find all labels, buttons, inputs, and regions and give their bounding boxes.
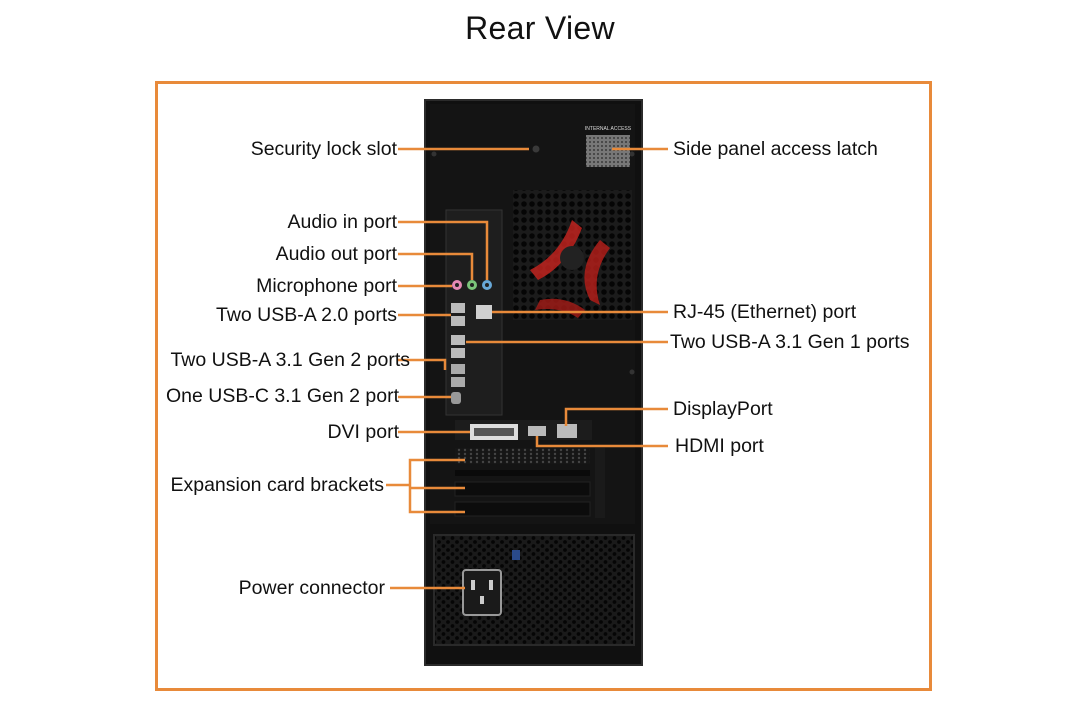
diagram-frame bbox=[155, 81, 932, 691]
label-audio-out-port: Audio out port bbox=[275, 243, 397, 265]
leader-audio-in bbox=[398, 220, 489, 280]
usb-a-31-gen2-port-2 bbox=[451, 377, 465, 387]
leader-lines bbox=[386, 147, 668, 590]
label-side-panel-access-latch: Side panel access latch bbox=[673, 138, 878, 160]
label-dvi-port: DVI port bbox=[327, 421, 399, 443]
security-lock-slot bbox=[532, 145, 540, 153]
label-usb-c-31-gen2-port: One USB-C 3.1 Gen 2 port bbox=[165, 385, 399, 407]
label-security-lock-slot: Security lock slot bbox=[250, 138, 397, 160]
diagram-title: Rear View bbox=[465, 10, 615, 46]
side-panel-latch: INTERNAL ACCESS bbox=[585, 126, 632, 167]
hdmi-connector bbox=[528, 426, 546, 436]
label-power-connector: Power connector bbox=[238, 577, 385, 599]
label-displayport: DisplayPort bbox=[673, 398, 773, 420]
label-usb-a-31-gen1-ports: Two USB-A 3.1 Gen 1 ports bbox=[670, 331, 910, 353]
power-connector-socket bbox=[462, 569, 502, 616]
label-usb-a-20-ports: Two USB-A 2.0 ports bbox=[216, 304, 397, 326]
expansion-slots bbox=[454, 448, 605, 518]
label-audio-in-port: Audio in port bbox=[287, 211, 398, 233]
leader-usb-a-31-gen2 bbox=[398, 358, 447, 370]
usb-a-20-port-2 bbox=[451, 316, 465, 326]
graphics-outputs bbox=[455, 420, 592, 440]
fan bbox=[513, 190, 632, 320]
leader-hdmi bbox=[535, 436, 668, 448]
usb-a-31-port-1 bbox=[451, 335, 465, 345]
label-hdmi-port: HDMI port bbox=[675, 435, 764, 457]
leader-expansion-bracket bbox=[408, 458, 465, 514]
label-rj45-port: RJ-45 (Ethernet) port bbox=[673, 301, 857, 323]
power-supply bbox=[433, 534, 635, 646]
displayport-connector bbox=[557, 424, 577, 438]
leader-displayport bbox=[564, 407, 668, 426]
leader-audio-out bbox=[398, 252, 474, 280]
label-usb-a-31-gen2-ports: Two USB-A 3.1 Gen 2 ports bbox=[170, 349, 410, 371]
usb-a-31-port-2 bbox=[451, 348, 465, 358]
usb-a-20-port-1 bbox=[451, 303, 465, 313]
label-expansion-card-brackets: Expansion card brackets bbox=[170, 474, 384, 496]
io-shield bbox=[445, 209, 503, 416]
label-microphone-port: Microphone port bbox=[256, 275, 397, 297]
usb-a-31-gen2-port-1 bbox=[451, 364, 465, 374]
latch-text: INTERNAL ACCESS bbox=[585, 126, 632, 132]
usb-c-port bbox=[451, 392, 461, 404]
rj45-port bbox=[476, 305, 492, 319]
